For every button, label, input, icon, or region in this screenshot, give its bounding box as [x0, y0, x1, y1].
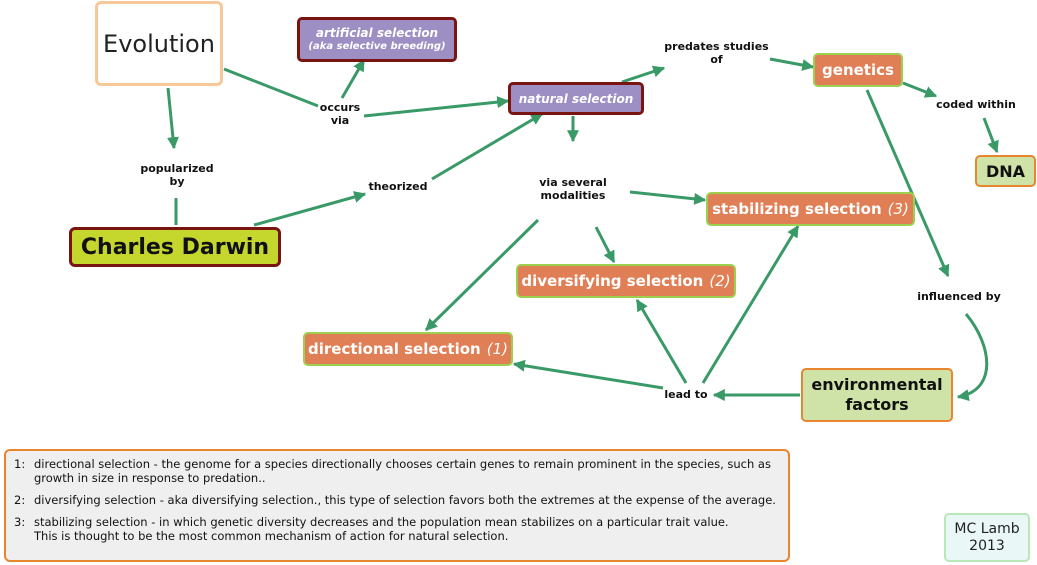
link-occurs-artificial — [340, 58, 366, 99]
link-modalities-stabilizing — [629, 190, 707, 205]
node-dna[interactable]: DNA — [975, 155, 1036, 187]
author-signature: MC Lamb 2013 — [944, 513, 1030, 562]
node-diversifying-selection-num: (2) — [709, 272, 731, 290]
footnote-1: 1: directional selection - the genome for… — [14, 457, 780, 485]
link-label-occurs-via-line1: occurs — [319, 101, 361, 114]
link-label-influenced-by-text: influenced by — [917, 290, 1001, 303]
link-leadto-diversifying — [635, 298, 688, 384]
link-label-popularized-by: popularized by — [132, 162, 222, 188]
node-environmental-factors-line2: factors — [845, 395, 909, 414]
link-label-predates: predates studies of — [654, 40, 779, 66]
author-name: MC Lamb — [954, 520, 1020, 537]
link-label-popularized-line2: by — [169, 175, 185, 188]
link-genetics-influenced — [865, 89, 950, 278]
node-natural-selection-label: natural selection — [518, 91, 634, 106]
link-label-modalities: via several modalities — [530, 176, 616, 202]
link-evolution-popularized — [166, 87, 179, 150]
link-label-occurs-via-line2: via — [330, 114, 350, 127]
link-leadto-directional — [512, 359, 664, 390]
node-evolution-label: Evolution — [103, 29, 215, 58]
link-coded-dna — [982, 117, 999, 154]
link-label-theorized-text: theorized — [368, 180, 428, 193]
footnote-3-text: stabilizing selection - in which genetic… — [34, 515, 729, 543]
node-artificial-selection-label: artificial selection — [315, 25, 439, 40]
node-environmental-factors-line1: environmental — [811, 375, 943, 394]
node-genetics[interactable]: genetics — [813, 53, 903, 87]
link-occurs-natural — [363, 96, 510, 118]
link-label-popularized-line1: popularized — [140, 162, 214, 175]
node-diversifying-selection[interactable]: diversifying selection (2) — [516, 264, 736, 298]
node-environmental-factors[interactable]: environmental factors — [801, 368, 953, 422]
footnote-1-text: directional selection - the genome for a… — [34, 457, 771, 485]
footnote-2-text: diversifying selection - aka diversifyin… — [34, 493, 776, 507]
footnote-2: 2: diversifying selection - aka diversify… — [14, 493, 780, 507]
author-year: 2013 — [969, 537, 1005, 554]
link-evolution-occurs — [223, 67, 319, 108]
node-dna-label: DNA — [985, 161, 1026, 181]
link-darwin-theorized — [253, 191, 367, 227]
node-directional-selection[interactable]: directional selection (1) — [303, 332, 513, 366]
node-charles-darwin[interactable]: Charles Darwin — [69, 227, 281, 267]
footnote-3: 3: stabilizing selection - in which genet… — [14, 515, 780, 543]
footnotes-panel: 1: directional selection - the genome for… — [4, 449, 790, 562]
link-label-lead-to: lead to — [658, 388, 714, 401]
node-stabilizing-selection-num: (3) — [887, 200, 909, 218]
link-leadto-stabilizing — [701, 224, 800, 384]
link-label-lead-to-text: lead to — [664, 388, 708, 401]
node-directional-selection-label: directional selection — [308, 340, 481, 358]
link-modalities-diversifying — [594, 226, 616, 264]
link-label-modalities-line2: modalities — [540, 189, 606, 202]
node-artificial-selection-sublabel: (aka selective breeding) — [308, 40, 446, 52]
node-charles-darwin-label: Charles Darwin — [80, 234, 270, 260]
link-genetics-coded — [902, 81, 938, 98]
node-stabilizing-selection-label: stabilizing selection — [712, 200, 882, 218]
footnote-1-number: 1: — [14, 457, 26, 471]
node-diversifying-selection-label: diversifying selection — [521, 272, 704, 290]
node-directional-selection-num: (1) — [486, 340, 508, 358]
link-natural-predates — [621, 65, 666, 84]
node-stabilizing-selection[interactable]: stabilizing selection (3) — [706, 192, 915, 226]
footnote-2-number: 2: — [14, 493, 26, 507]
link-label-predates-line2: of — [710, 53, 723, 66]
link-modalities-directional — [424, 218, 540, 332]
footnote-3-number: 3: — [14, 515, 26, 529]
node-natural-selection[interactable]: natural selection — [508, 82, 644, 115]
link-label-influenced-by: influenced by — [910, 290, 1008, 303]
link-label-coded-within: coded within — [930, 98, 1022, 111]
link-influenced-environmental — [956, 313, 989, 402]
link-label-theorized: theorized — [362, 180, 434, 193]
node-artificial-selection[interactable]: artificial selection (aka selective bree… — [297, 17, 457, 62]
node-genetics-label: genetics — [822, 61, 894, 79]
node-evolution[interactable]: Evolution — [95, 1, 223, 86]
link-label-occurs-via: occurs via — [310, 101, 370, 127]
link-label-modalities-line1: via several — [539, 176, 607, 189]
link-label-predates-line1: predates studies — [664, 40, 769, 53]
link-predates-genetics — [769, 57, 815, 71]
link-label-coded-within-text: coded within — [936, 98, 1016, 111]
link-theorized-natural — [431, 112, 544, 181]
